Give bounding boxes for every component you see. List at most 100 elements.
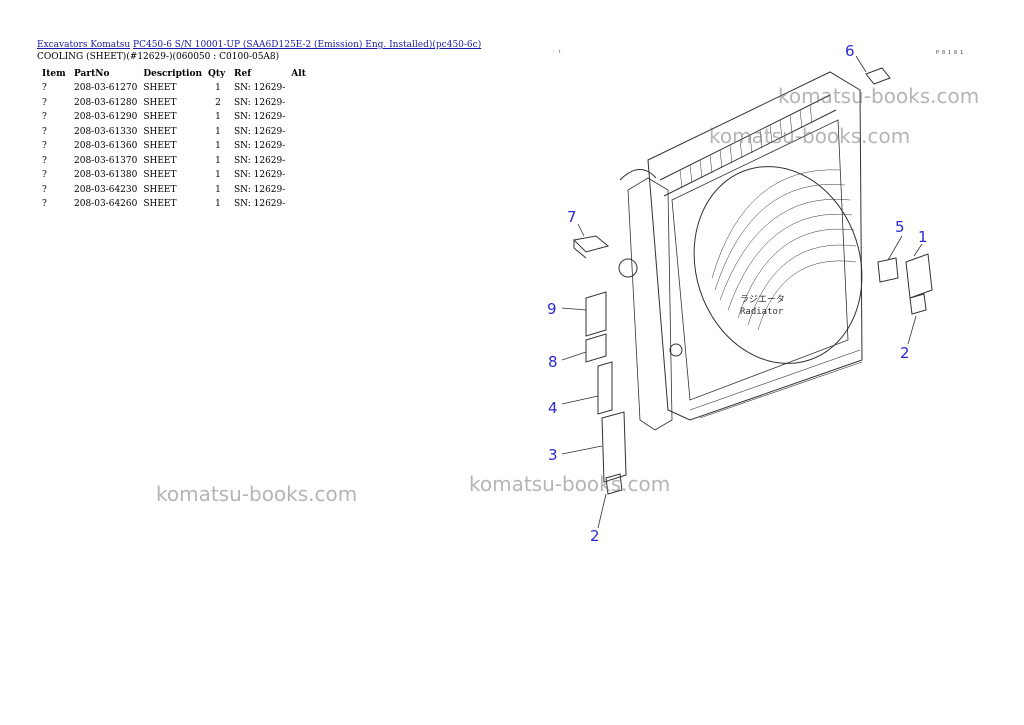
breadcrumb: Excavators Komatsu PC450-6 S/N 10001-UP … [37,40,481,50]
cell-item: ? [42,155,47,166]
cell-description: SHEET [143,97,177,108]
radiator-frame [647,71,863,421]
part-8 [585,333,607,363]
cell-description: SHEET [143,112,177,123]
cell-ref: SN: 12629- [234,199,286,210]
cell-ref: SN: 12629- [234,155,286,166]
fan-shroud [693,166,863,364]
part-2-right [909,293,927,315]
cell-qty: 1 [215,155,221,166]
callout-5: 5 [895,218,905,236]
cell-alt [288,154,314,169]
cell-alt [288,168,314,183]
table-row: ? 208-03-64260 SHEET 1 SN: 12629- [37,197,314,212]
part-3 [601,411,627,483]
cell-partno: 208-03-61360 [74,141,138,152]
cell-alt [288,96,314,111]
cell-description: SHEET [143,83,177,94]
radiator-label-en: Radiator [740,307,784,317]
watermark: komatsu-books.com [469,472,671,496]
cell-partno: 208-03-61270 [74,83,138,94]
cell-item: ? [42,199,47,210]
cell-qty: 1 [215,199,221,210]
cell-qty: 1 [215,141,221,152]
cell-partno: 208-03-64230 [74,184,138,195]
watermark: komatsu-books.com [156,482,358,506]
cell-item: ? [42,141,47,152]
cell-ref: SN: 12629- [234,170,286,181]
cell-qty: 1 [215,112,221,123]
part-4 [597,361,613,415]
table-row: ? 208-03-61270 SHEET 1 SN: 12629- [37,81,314,96]
cell-item: ? [42,184,47,195]
diagram-code: P 0 1 8 1 [936,50,963,56]
callout-6: 6 [845,42,855,60]
cell-alt [288,110,314,125]
header-qty: Qty [208,68,226,79]
cell-item: ? [42,170,47,181]
header-description: Description [143,68,202,79]
cap-circle [618,258,638,278]
radiator-label-jp: ラジエータ [740,294,785,305]
cell-qty: 1 [215,83,221,94]
fin-lines [679,104,813,189]
cell-alt [288,125,314,140]
cell-partno: 208-03-61380 [74,170,138,181]
callout-1: 1 [918,228,928,246]
cell-description: SHEET [143,141,177,152]
cell-description: SHEET [143,199,177,210]
cell-alt [288,139,314,154]
cell-qty: 1 [215,184,221,195]
callout-4: 4 [548,399,558,417]
cell-partno: 208-03-61330 [74,126,138,137]
cell-item: ? [42,83,47,94]
cell-alt [288,81,314,96]
cell-ref: SN: 12629- [234,141,286,152]
cell-item: ? [42,126,47,137]
table-row: ? 208-03-64230 SHEET 1 SN: 12629- [37,183,314,198]
cell-ref: SN: 12629- [234,83,286,94]
table-row: ? 208-03-61360 SHEET 1 SN: 12629- [37,139,314,154]
cell-ref: SN: 12629- [234,184,286,195]
cell-ref: SN: 12629- [234,112,286,123]
header-partno: PartNo [74,68,110,79]
cell-ref: SN: 12629- [234,126,286,137]
cell-description: SHEET [143,126,177,137]
parts-diagram: · ι P 0 1 8 1 ラジエータ Radiator 1 2 2 3 4 5… [547,42,963,545]
top-tank [659,94,837,197]
header-ref: Ref [234,68,252,79]
diagram-tick: · ι [552,49,561,55]
table-header-row: Item PartNo Description Qty Ref Alt [37,66,314,81]
cell-item: ? [42,112,47,123]
cell-description: SHEET [143,184,177,195]
part-7 [572,235,610,259]
part-5 [877,257,899,283]
part-6 [865,67,891,85]
breadcrumb-link-excavators[interactable]: Excavators Komatsu [37,40,131,50]
header-alt: Alt [291,68,306,79]
part-1 [905,253,933,299]
cell-ref: SN: 12629- [234,97,286,108]
table-row: ? 208-03-61290 SHEET 1 SN: 12629- [37,110,314,125]
callout-3: 3 [548,446,558,464]
leader-lines [561,55,923,529]
cell-partno: 208-03-64260 [74,199,138,210]
callout-2-right: 2 [900,344,910,362]
watermark: komatsu-books.com [778,84,980,108]
callout-2-bottom: 2 [590,527,600,545]
side-plate [627,177,673,431]
callout-9: 9 [547,300,557,318]
cell-partno: 208-03-61370 [74,155,138,166]
radiator-core [671,119,849,401]
watermark: komatsu-books.com [709,124,911,148]
cell-partno: 208-03-61290 [74,112,138,123]
callout-8: 8 [548,353,558,371]
callout-7: 7 [567,208,577,226]
cell-description: SHEET [143,170,177,181]
breadcrumb-link-model[interactable]: PC450-6 S/N 10001-UP (SAA6D125E-2 (Emiss… [133,40,482,50]
header-item: Item [42,68,66,79]
